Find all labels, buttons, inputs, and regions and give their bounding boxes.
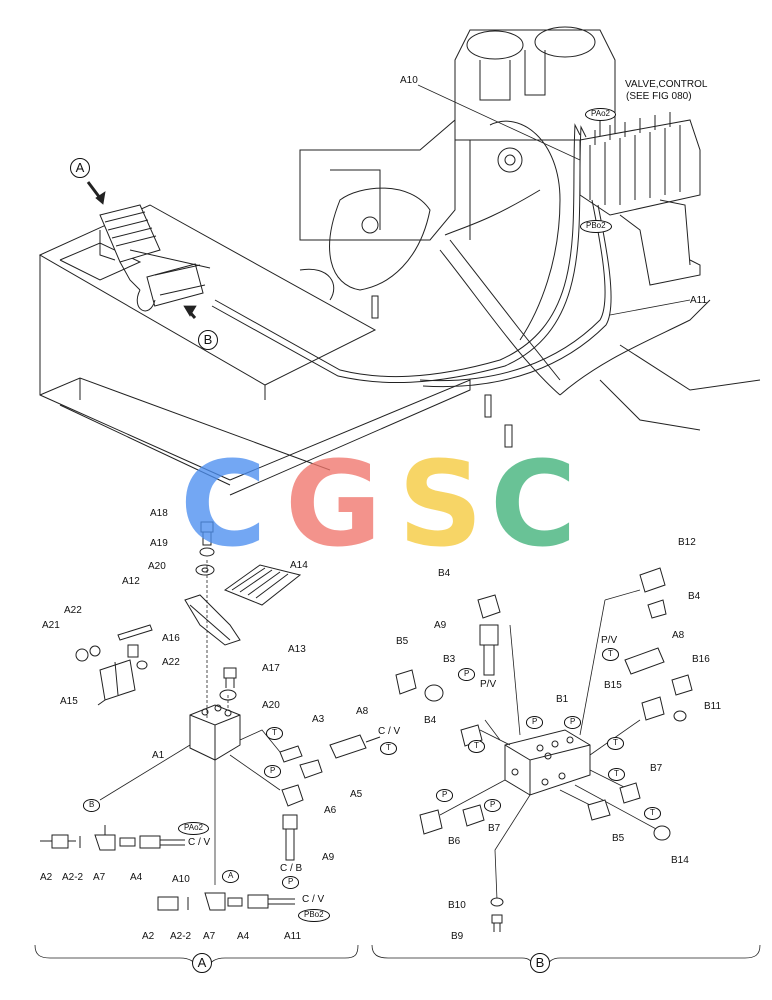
label-row-b-cv: C / V — [188, 837, 211, 848]
label-a22-right: A22 — [162, 657, 180, 668]
exploded-view-a — [40, 521, 381, 911]
label-b5-top: B5 — [396, 636, 409, 647]
label-a18: A18 — [150, 508, 168, 519]
label-row-a-a7: A7 — [203, 931, 216, 942]
label-cb: C / B — [280, 863, 303, 874]
port-row-a-pbo2: PBo2 — [298, 909, 330, 922]
label-row-b-a4: A4 — [130, 872, 143, 883]
label-row-b-a2-2: A2-2 — [62, 872, 84, 883]
label-a5: A5 — [350, 789, 363, 800]
callout-a: A — [70, 158, 90, 178]
label-b6: B6 — [448, 836, 461, 847]
port-pao2-top: PAo2 — [585, 108, 616, 121]
label-a8-left: A8 — [356, 706, 369, 717]
port-p4: P — [484, 799, 502, 812]
label-a22-left: A22 — [64, 605, 82, 616]
label-a10-top: A10 — [400, 75, 418, 86]
label-a13: A13 — [288, 644, 306, 655]
callout-b: B — [198, 330, 218, 350]
watermark-letter-s: S — [398, 435, 483, 573]
label-b11: B11 — [704, 701, 722, 712]
section-label-a: A — [192, 953, 212, 973]
port-t1: T — [468, 740, 485, 753]
port-p1: P — [526, 716, 544, 729]
label-row-b-a2: A2 — [40, 872, 53, 883]
port-t-a8-right: T — [602, 648, 619, 661]
label-a11-top: A11 — [690, 295, 708, 306]
port-p3: P — [436, 789, 454, 802]
label-a12: A12 — [122, 576, 140, 587]
label-b4-right: B4 — [688, 591, 701, 602]
port-p-a9: P — [282, 876, 300, 889]
label-b1: B1 — [556, 694, 569, 705]
label-cv-top: C / V — [378, 726, 401, 737]
label-a14: A14 — [290, 560, 308, 571]
watermark-letter-c1: C — [180, 435, 267, 573]
label-see-fig: (SEE FIG 080) — [626, 91, 692, 102]
label-a20-mid: A20 — [262, 700, 280, 711]
oval-b-row: B — [83, 799, 101, 812]
label-b16: B16 — [692, 654, 710, 665]
section-brackets — [34, 944, 761, 967]
label-a8-right: A8 — [672, 630, 685, 641]
oval-a-row: A — [222, 870, 240, 883]
port-t3: T — [608, 768, 625, 781]
label-a16: A16 — [162, 633, 180, 644]
label-b14: B14 — [671, 855, 689, 866]
cgsc-watermark: C G S C — [180, 445, 600, 565]
port-t-a3: T — [266, 727, 283, 740]
label-valve-control: VALVE,CONTROL — [625, 79, 708, 90]
label-row-a-a11: A11 — [284, 931, 302, 942]
label-row-a-a4: A4 — [237, 931, 250, 942]
leader-lines-top — [86, 84, 691, 319]
label-a15: A15 — [60, 696, 78, 707]
label-a21: A21 — [42, 620, 60, 631]
port-row-b-pao2: PAo2 — [178, 822, 209, 835]
exploded-view-b — [395, 567, 693, 932]
label-b9: B9 — [451, 931, 464, 942]
label-b15: B15 — [604, 680, 622, 691]
watermark-letter-g: G — [285, 435, 382, 573]
section-label-b: B — [530, 953, 550, 973]
port-t-a8: T — [380, 742, 397, 755]
label-a1: A1 — [152, 750, 165, 761]
label-pv-top: P/V — [601, 635, 618, 646]
port-t4: T — [644, 807, 661, 820]
watermark-letter-c2: C — [490, 435, 577, 573]
label-b4-mid: B4 — [424, 715, 437, 726]
label-b7-left: B7 — [488, 823, 501, 834]
label-a3: A3 — [312, 714, 325, 725]
label-b12: B12 — [678, 537, 696, 548]
label-b7-right: B7 — [650, 763, 663, 774]
label-pv-left: P/V — [480, 679, 497, 690]
port-pbo2-top: PBo2 — [580, 220, 612, 233]
label-b3: B3 — [443, 654, 456, 665]
label-a9-left: A9 — [322, 852, 335, 863]
machine-frame-drawing — [38, 26, 761, 496]
label-row-a-cv: C / V — [302, 894, 325, 905]
label-a17: A17 — [262, 663, 280, 674]
label-b4-top: B4 — [438, 568, 451, 579]
port-p-b3: P — [458, 668, 476, 681]
label-row-b-a7: A7 — [93, 872, 106, 883]
label-a20-top: A20 — [148, 561, 166, 572]
label-a19: A19 — [150, 538, 168, 549]
label-b10: B10 — [448, 900, 466, 911]
label-row-a-a2-2: A2-2 — [170, 931, 192, 942]
label-row-a-a2: A2 — [142, 931, 155, 942]
port-p-a5: P — [264, 765, 282, 778]
label-a6: A6 — [324, 805, 337, 816]
label-row-b-a10: A10 — [172, 874, 190, 885]
label-a9-right: A9 — [434, 620, 447, 631]
label-b5-bottom: B5 — [612, 833, 625, 844]
port-t2: T — [607, 737, 624, 750]
port-p2: P — [564, 716, 582, 729]
